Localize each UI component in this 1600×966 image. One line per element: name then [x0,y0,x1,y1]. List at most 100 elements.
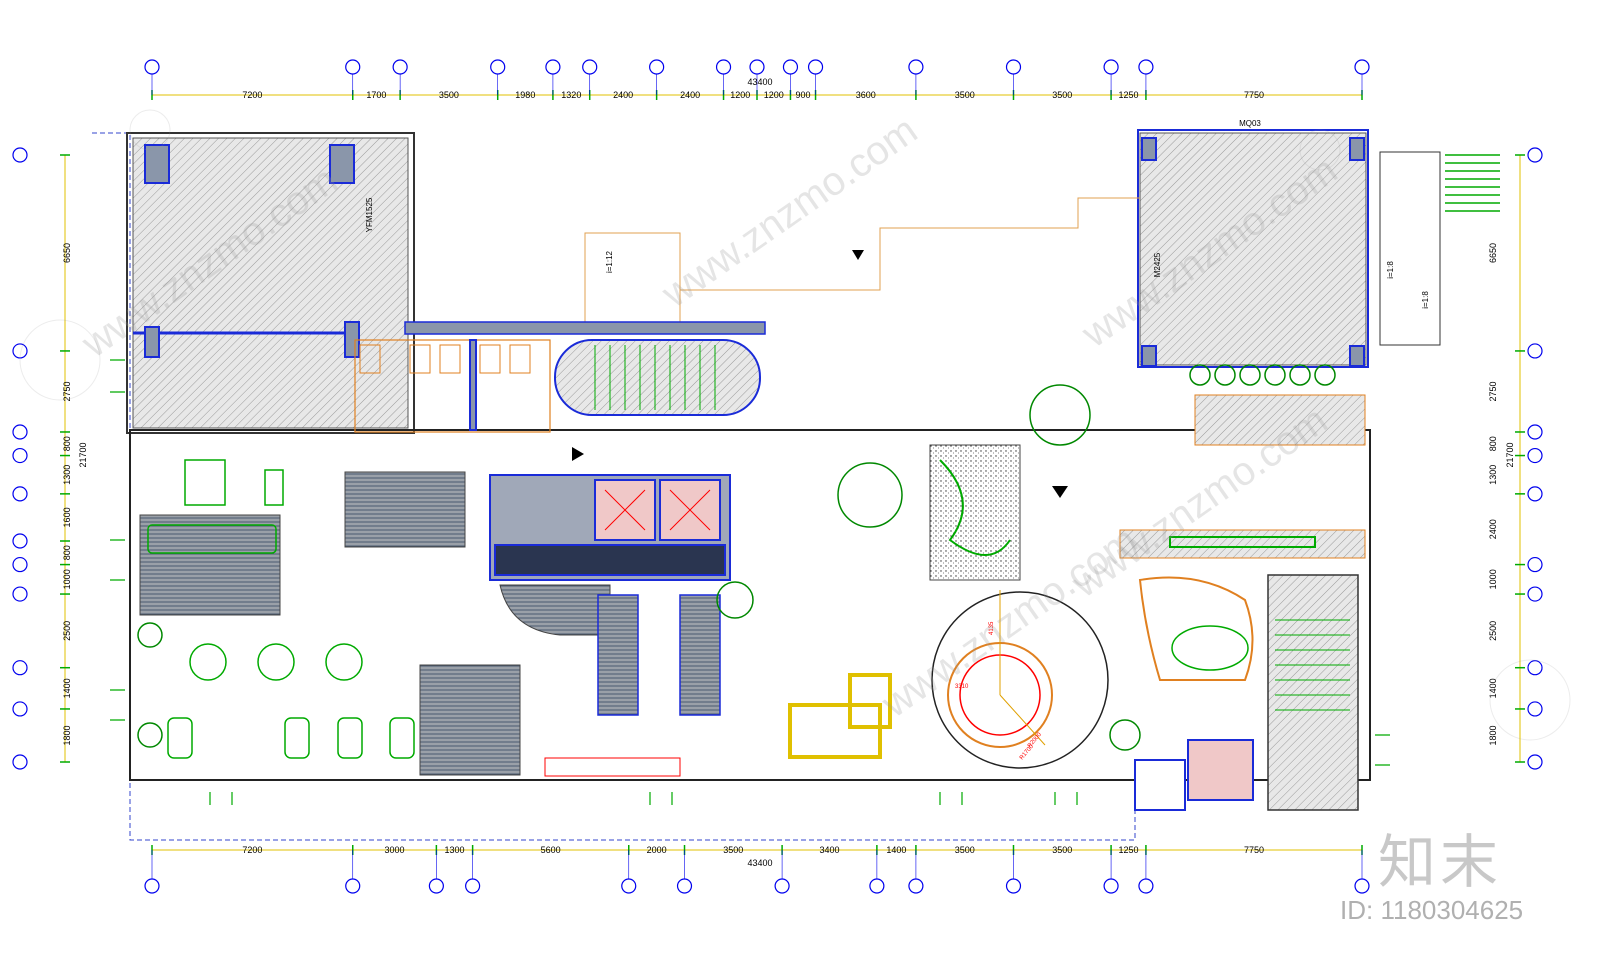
grid-bubble [12,556,28,573]
dimension-3310: 3310 [955,684,969,690]
grid-bubble [12,486,28,502]
grid-bubble [649,59,665,75]
dimension-value: 2400 [1488,519,1498,539]
mq03-label: MQ03 [1239,119,1261,128]
grid-bubble [144,878,160,894]
slope-label-right-1: i=1:8 [1386,261,1395,279]
door-code-m: M2425 [1153,252,1162,277]
grid-bubble [1103,59,1119,75]
access-path [680,197,1140,291]
grid-bubble [749,59,765,75]
east-stair [1267,574,1359,811]
toilet-stalls [359,344,531,374]
dimension-value: 3600 [856,90,876,100]
dimension-value: 1700 [366,90,386,100]
grid-bubble [1005,878,1022,894]
right-total-dimension: 21700 [1505,442,1515,467]
grid-bubble [12,447,28,464]
display-counters [597,594,721,716]
grid-bubble [1527,447,1543,464]
column [144,326,160,358]
green-planter-strip [1169,536,1316,548]
grid-bubble [465,878,481,894]
brand-id: ID: 1180304625 [1340,895,1524,925]
grid-bubble [1527,660,1543,676]
grid-bubble [144,59,160,75]
dimension-value: 1200 [764,90,784,100]
dimension-value: 3500 [439,90,459,100]
lounge-chairs [167,717,415,759]
dimension-value: 1980 [515,90,535,100]
dimension-value: 800 [62,545,72,560]
grid-bubble [12,424,28,440]
dimension-value: 6650 [62,243,72,263]
dimension-value: 3500 [1052,90,1072,100]
grid-bubble [1103,878,1119,894]
grid-bubble [807,59,824,75]
brand-logo-text: 知末 [1378,828,1503,896]
site-boundary [92,132,1136,841]
dimension-value: 7200 [242,845,262,855]
bottom-total-dimension: 43400 [747,858,772,868]
lounge-zone [344,471,466,548]
sofa [147,524,277,554]
dimension-value: 800 [62,436,72,451]
dimension-value: 1400 [886,845,906,855]
column [1141,137,1157,161]
grid-bubble [490,59,506,75]
grid-bubble [12,586,28,602]
dimension-value: 900 [795,90,810,100]
dimension-value: 3500 [955,845,975,855]
main-building-outline [129,429,1371,781]
ramp-right-outline [1379,151,1441,346]
left-block-frame [126,132,415,434]
grid-bubble [12,343,28,359]
dining-booths [139,514,281,616]
grid-bubble [12,533,28,549]
main-entrance-arrow [1052,486,1068,498]
grid-bubble [1354,878,1370,894]
grid-bubble [908,59,924,75]
grid-bubble [12,701,28,717]
dimension-4135: 4135 [989,621,995,635]
left-storage-block [132,137,409,429]
dimension-value: 1300 [444,845,464,855]
dimension-value: 1200 [730,90,750,100]
right-block-frame [1137,129,1369,368]
watermark-pattern [19,109,1571,741]
grid-bubble [774,878,790,894]
dimension-value: 1250 [1118,845,1138,855]
dimension-value: 1300 [62,465,72,485]
dimension-value: 1000 [1488,569,1498,589]
table-set [184,459,284,506]
dimension-value: 2750 [62,381,72,401]
door-code-yfm: YFM1525 [365,197,374,232]
dimension-value: 7750 [1244,90,1264,100]
dimension-value: 1250 [1118,90,1138,100]
entrance-arrow [852,250,864,260]
grid-bubble [676,878,693,894]
slope-label-left: i=1:12 [605,250,614,273]
dimension-value: 800 [1488,436,1498,451]
pavilion [1138,576,1254,681]
grid-bubble [1138,59,1154,75]
grid-bubble [545,59,561,75]
exterior-doors [110,359,1390,805]
grid-bubble [869,878,885,894]
column [1349,345,1365,367]
grid-bubble [1527,701,1543,717]
fire-elevator [1187,739,1254,801]
direction-arrow [572,447,584,461]
east-stair-treads [1275,619,1350,711]
bar-counter [788,703,882,759]
grid-bubble [1005,59,1022,75]
elevator-lobby-bar [494,544,726,576]
grid-bubble [1527,556,1543,573]
dimension-value: 1800 [62,725,72,745]
dining-tables [189,643,363,681]
dimension-value: 7750 [1244,845,1264,855]
right-stair-steps [1445,154,1500,212]
